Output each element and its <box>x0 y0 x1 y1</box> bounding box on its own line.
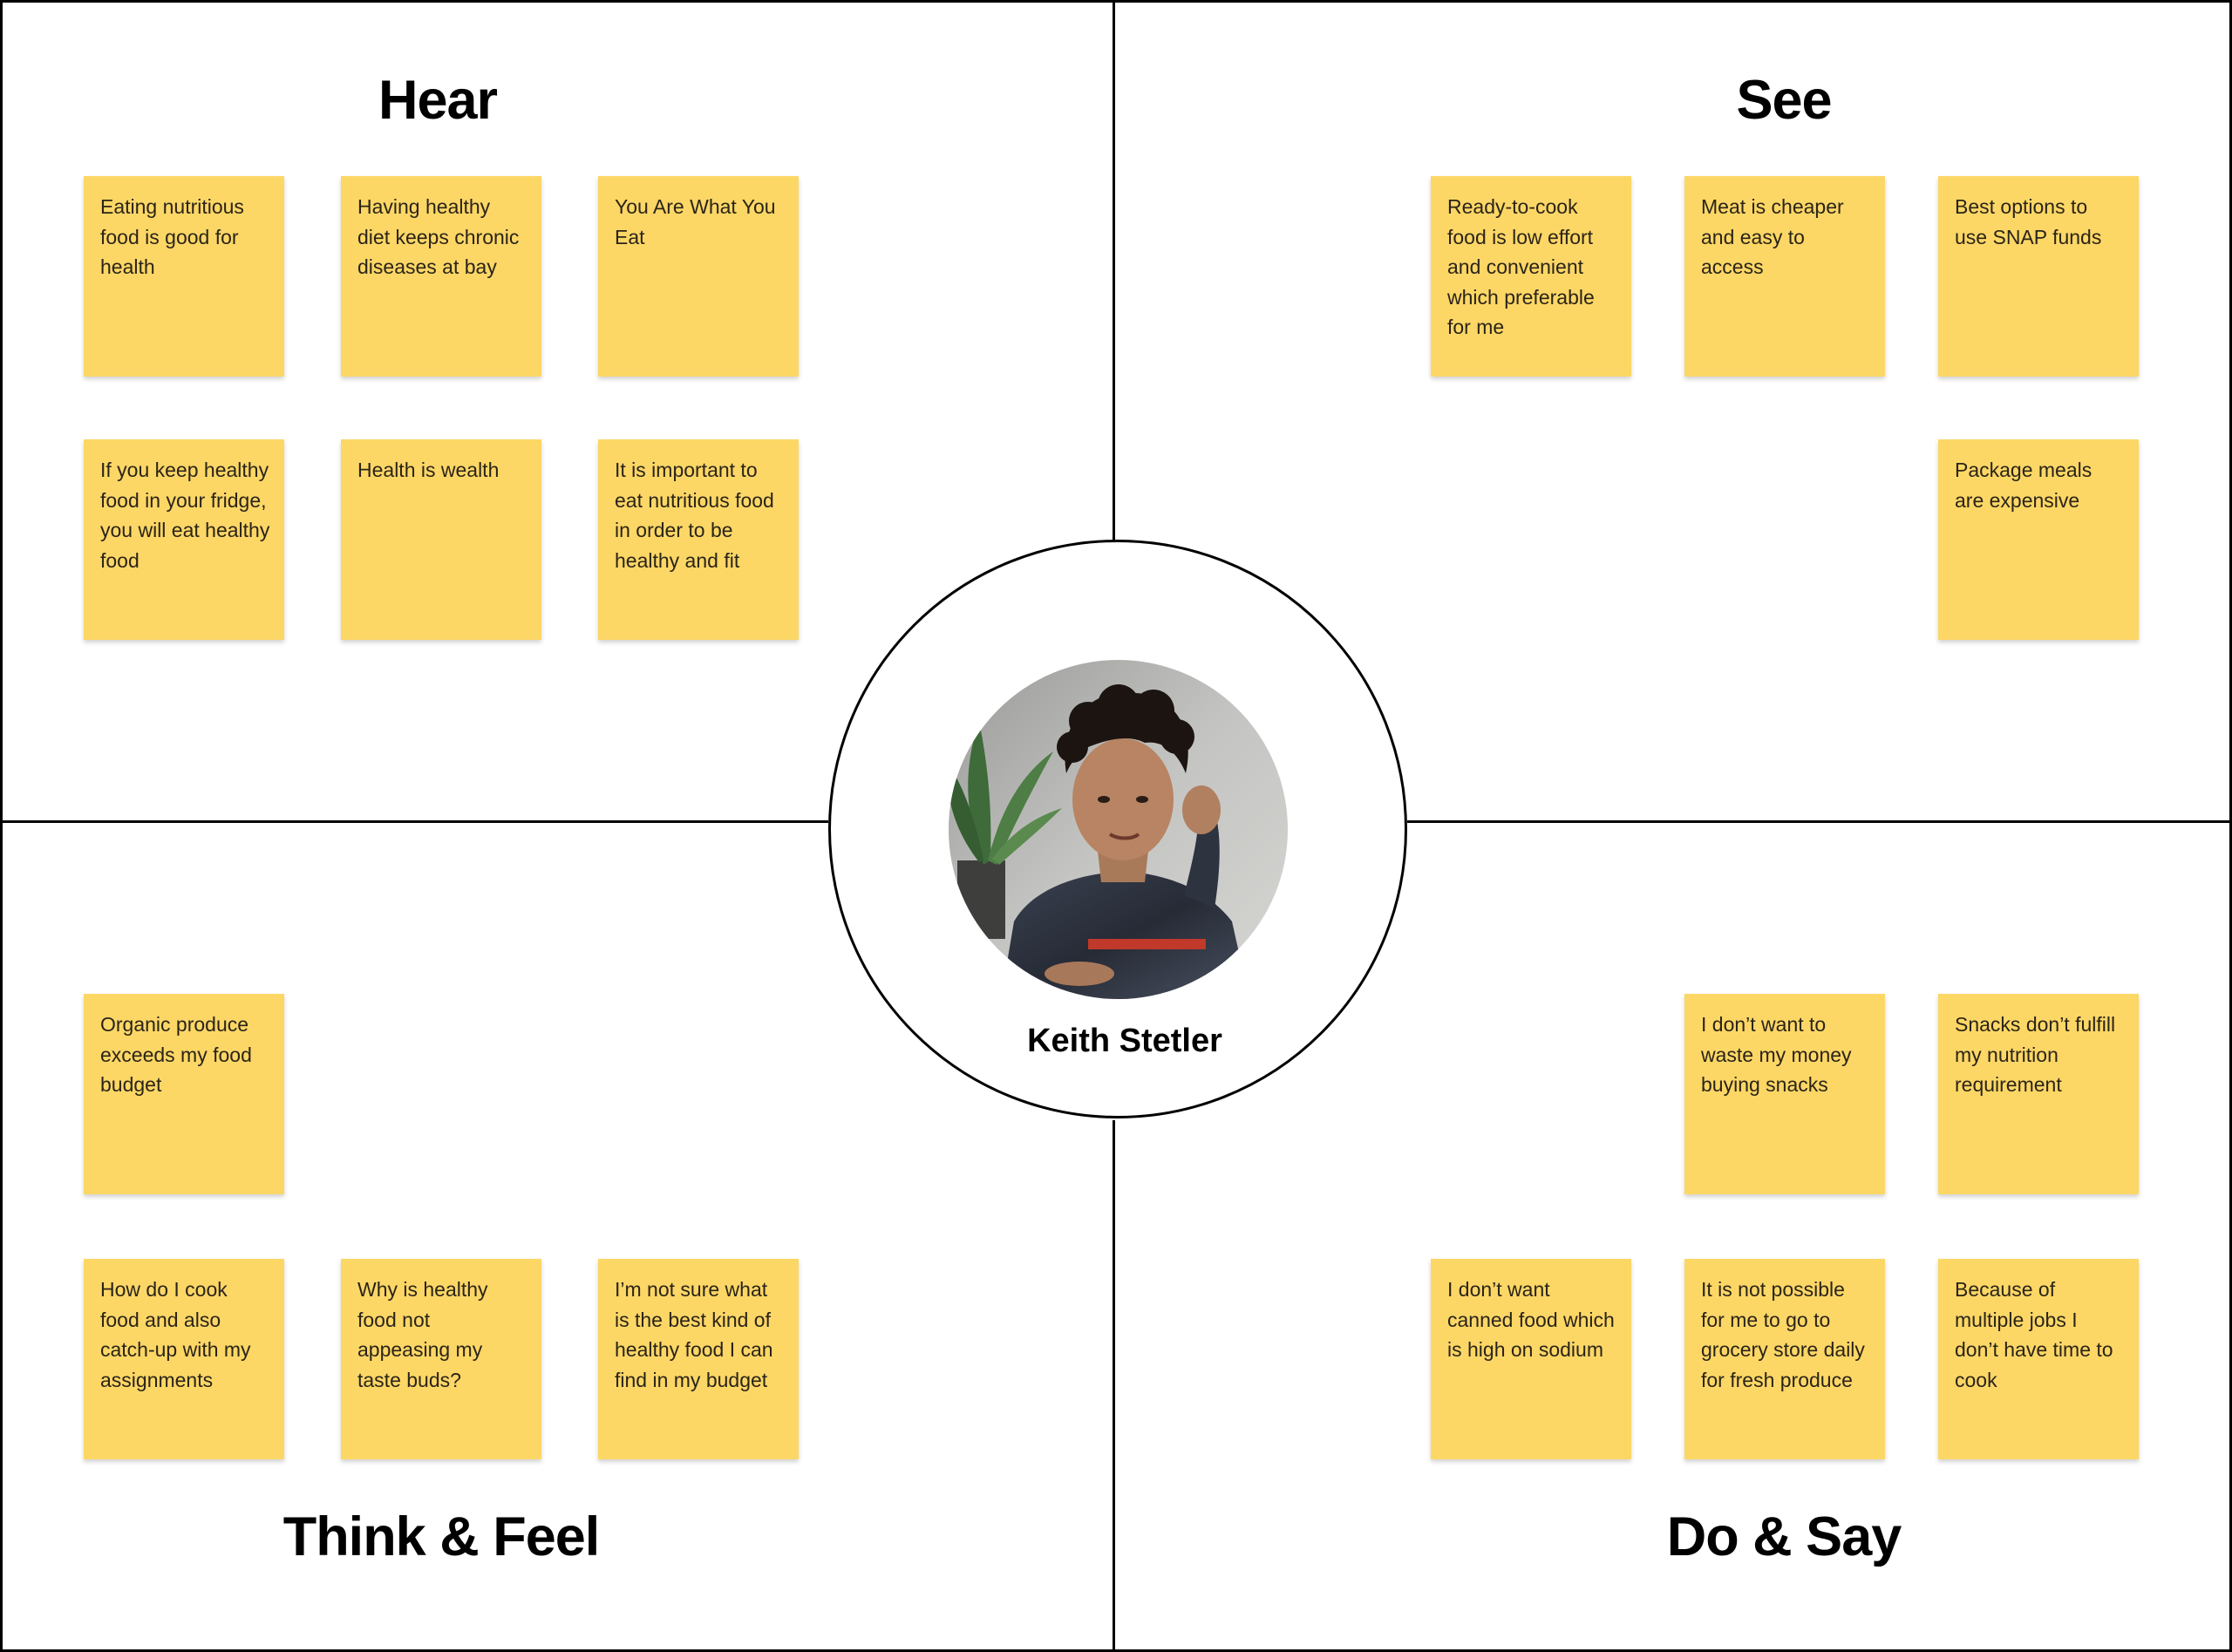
sticky-note[interactable]: Meat is cheaper and easy to access <box>1684 176 1885 377</box>
sticky-note[interactable]: It is not possible for me to go to groce… <box>1684 1259 1885 1459</box>
divider-vertical-top <box>1113 0 1115 540</box>
sticky-note[interactable]: You Are What You Eat <box>598 176 799 377</box>
quadrant-title-see: See <box>1736 70 1832 131</box>
persona-photo-illustration <box>949 660 1288 999</box>
sticky-note[interactable]: Package meals are expensive <box>1938 439 2139 640</box>
sticky-note[interactable]: Best options to use SNAP funds <box>1938 176 2139 377</box>
sticky-note[interactable]: I don’t want canned food which is high o… <box>1431 1259 1631 1459</box>
sticky-note[interactable]: Because of multiple jobs I don’t have ti… <box>1938 1259 2139 1459</box>
sticky-note[interactable]: Health is wealth <box>341 439 541 640</box>
sticky-note[interactable]: How do I cook food and also catch-up wit… <box>84 1259 284 1459</box>
divider-vertical-bottom <box>1113 1120 1115 1652</box>
sticky-note[interactable]: If you keep healthy food in your fridge,… <box>84 439 284 640</box>
divider-horizontal-left <box>0 820 828 823</box>
quadrant-title-think-feel: Think & Feel <box>282 1506 601 1567</box>
sticky-note[interactable]: I’m not sure what is the best kind of he… <box>598 1259 799 1459</box>
sticky-note[interactable]: Why is healthy food not appeasing my tas… <box>341 1259 541 1459</box>
sticky-note[interactable]: It is important to eat nutritious food i… <box>598 439 799 640</box>
quadrant-title-do-say: Do & Say <box>1666 1506 1902 1567</box>
quadrant-title-hear: Hear <box>378 70 498 131</box>
sticky-note[interactable]: Snacks don’t fulfill my nutrition requir… <box>1938 994 2139 1194</box>
sticky-note[interactable]: I don’t want to waste my money buying sn… <box>1684 994 1885 1194</box>
sticky-note[interactable]: Having healthy diet keeps chronic diseas… <box>341 176 541 377</box>
persona-name: Keith Stetler <box>1027 1023 1222 1059</box>
sticky-note[interactable]: Organic produce exceeds my food budget <box>84 994 284 1194</box>
sticky-note[interactable]: Eating nutritious food is good for healt… <box>84 176 284 377</box>
divider-horizontal-right <box>1407 820 2232 823</box>
sticky-note[interactable]: Ready-to-cook food is low effort and con… <box>1431 176 1631 377</box>
persona-photo <box>949 660 1288 999</box>
